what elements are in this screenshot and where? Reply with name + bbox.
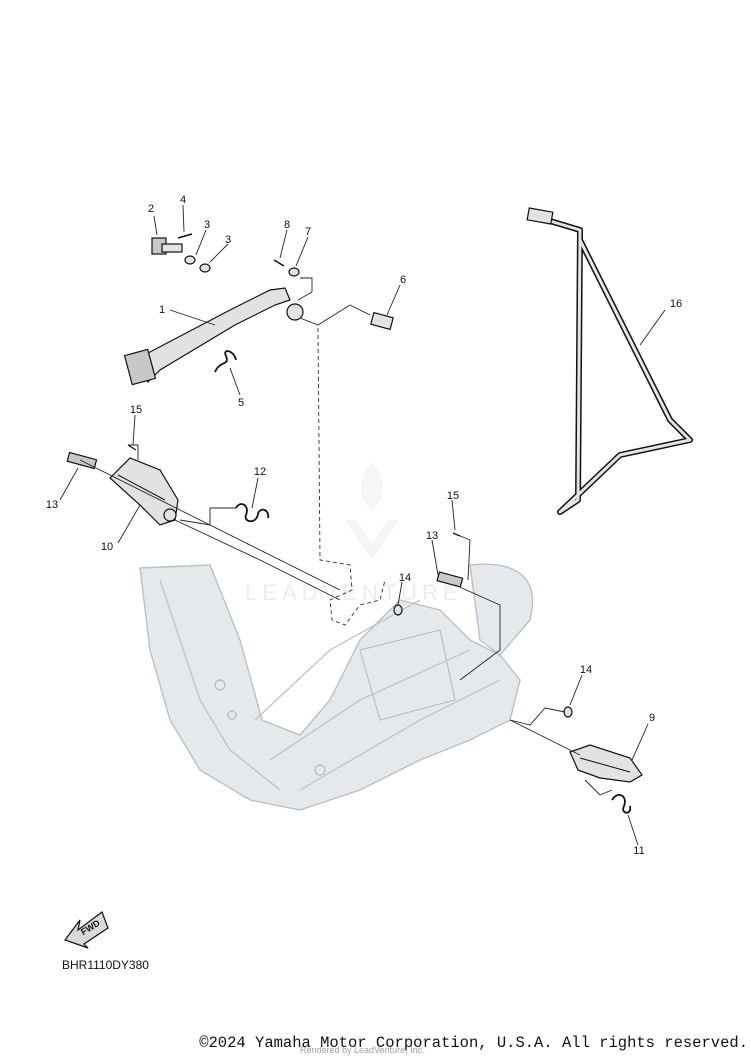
part-16-stand <box>526 207 693 515</box>
callout-13b: 13 <box>426 530 438 542</box>
part-13-pin-right <box>436 571 464 588</box>
callout-8: 8 <box>284 219 290 231</box>
part-5-spring <box>214 350 237 373</box>
callout-11: 11 <box>633 845 644 857</box>
callout-1: 1 <box>159 304 165 316</box>
diagram-code: BHR1110DY380 <box>62 958 149 972</box>
callout-10: 10 <box>101 541 113 553</box>
callout-16: 16 <box>670 298 682 310</box>
callout-14b: 14 <box>580 664 592 676</box>
callout-13a: 13 <box>46 499 58 511</box>
callout-9: 9 <box>649 712 655 724</box>
callout-5: 5 <box>238 397 244 409</box>
callout-6: 6 <box>400 274 406 286</box>
part-4-cotter-pin <box>177 233 193 239</box>
part-15-cotter-left <box>127 444 137 451</box>
frame <box>139 563 534 811</box>
part-6-bolt <box>370 311 394 331</box>
part-9-footrest-right <box>569 744 643 783</box>
callout-7: 7 <box>305 226 311 238</box>
callout-2: 2 <box>148 203 154 215</box>
part-3-washer <box>184 255 211 273</box>
watermark-logo <box>345 462 399 560</box>
callout-3b: 3 <box>225 234 231 246</box>
part-1-brake-pedal <box>123 287 304 386</box>
callout-12: 12 <box>254 466 266 478</box>
part-12-spring-left <box>235 503 270 523</box>
part-14-washer-1 <box>393 604 403 616</box>
part-14-washer-2 <box>563 706 573 718</box>
callout-14a: 14 <box>399 572 411 584</box>
fwd-arrow-icon: FWD <box>64 911 109 949</box>
copyright-text: ©2024 Yamaha Motor Corporation, U.S.A. A… <box>199 1034 748 1052</box>
callout-3a: 3 <box>204 219 210 231</box>
callout-15b: 15 <box>447 490 459 502</box>
callouts: 1 2 3 3 4 5 6 7 8 9 10 11 12 13 13 14 14… <box>46 194 682 857</box>
callout-15a: 15 <box>130 404 142 416</box>
leader-lines <box>59 204 666 846</box>
part-11-spring-right <box>611 793 632 814</box>
part-8-pin <box>273 259 285 267</box>
part-7-washer <box>288 267 300 277</box>
rendered-by-text: Rendered by LeadVenture, Inc. <box>300 1045 425 1055</box>
part-2-pivot-bolt <box>151 237 183 255</box>
callout-4: 4 <box>180 194 186 206</box>
